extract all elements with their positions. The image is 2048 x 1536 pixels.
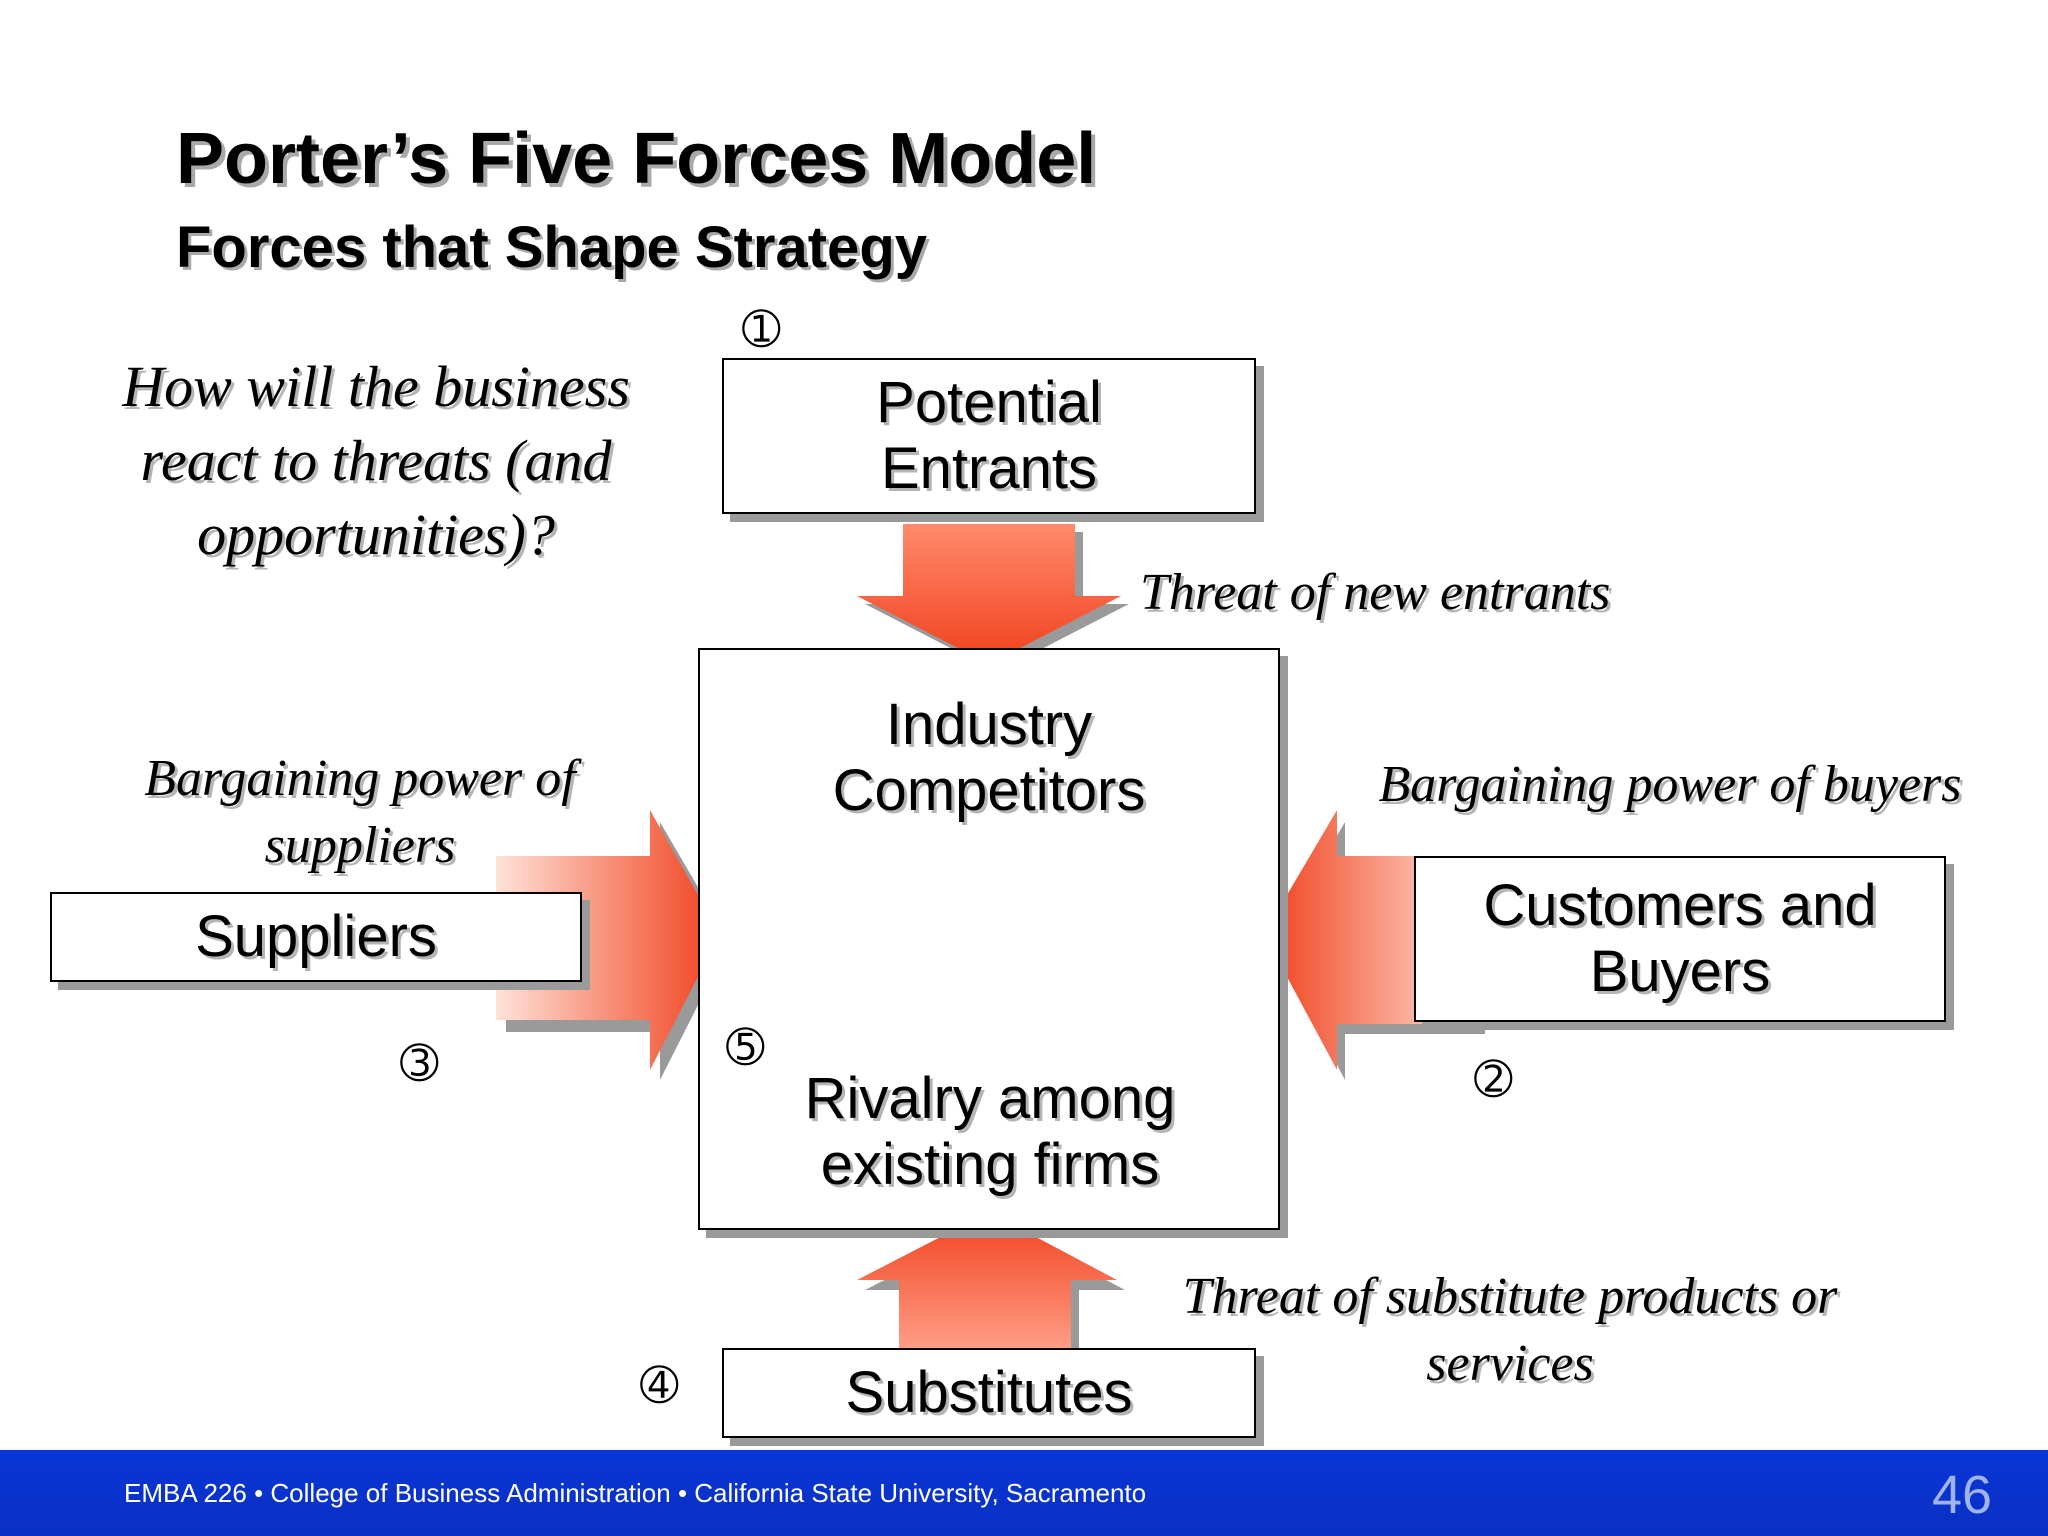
page-number: 46 [1932,1465,1993,1525]
question-text: How will the business react to threats (… [122,354,630,568]
slide-title: Porter’s Five Forces Model [176,119,1097,199]
buyer-power-label: Bargaining power of buyers [1378,756,1962,813]
potential-entrants-label: Potential Entrants [876,369,1102,501]
number-five: ➄ [726,1020,765,1074]
number-four: ➃ [640,1358,679,1412]
substitutes-label: Substitutes [845,1359,1133,1425]
suppliers-box: Suppliers [50,892,582,982]
substitutes-threat-label: Threat of substitute products or service… [1182,1268,1838,1392]
supplier-power-label: Bargaining power of suppliers [144,750,576,874]
potential-entrants-box: Potential Entrants [722,358,1256,514]
number-three: ➂ [400,1036,439,1090]
arrow-substitutes [857,1212,1117,1348]
substitutes-box: Substitutes [722,1348,1256,1438]
suppliers-label: Suppliers [195,903,437,969]
customers-label: Customers and Buyers [1483,872,1877,1004]
number-two: ➁ [1474,1052,1513,1106]
rivalry-label: Rivalry among existing firms [804,1066,1176,1198]
slide-subtitle: Forces that Shape Strategy [176,215,927,280]
footer-bar [0,1450,2048,1536]
industry-competitors-label: Industry Competitors [832,692,1146,824]
arrow-supplier-power [496,810,720,1070]
threat-new-entrants-label: Threat of new entrants [1140,564,1611,621]
industry-competitors-box [698,648,1280,1230]
arrow-new-entrants [857,524,1121,664]
customers-box: Customers and Buyers [1414,856,1946,1022]
number-one: ➀ [742,302,781,356]
footer-text: EMBA 226 • College of Business Administr… [124,1478,1147,1508]
